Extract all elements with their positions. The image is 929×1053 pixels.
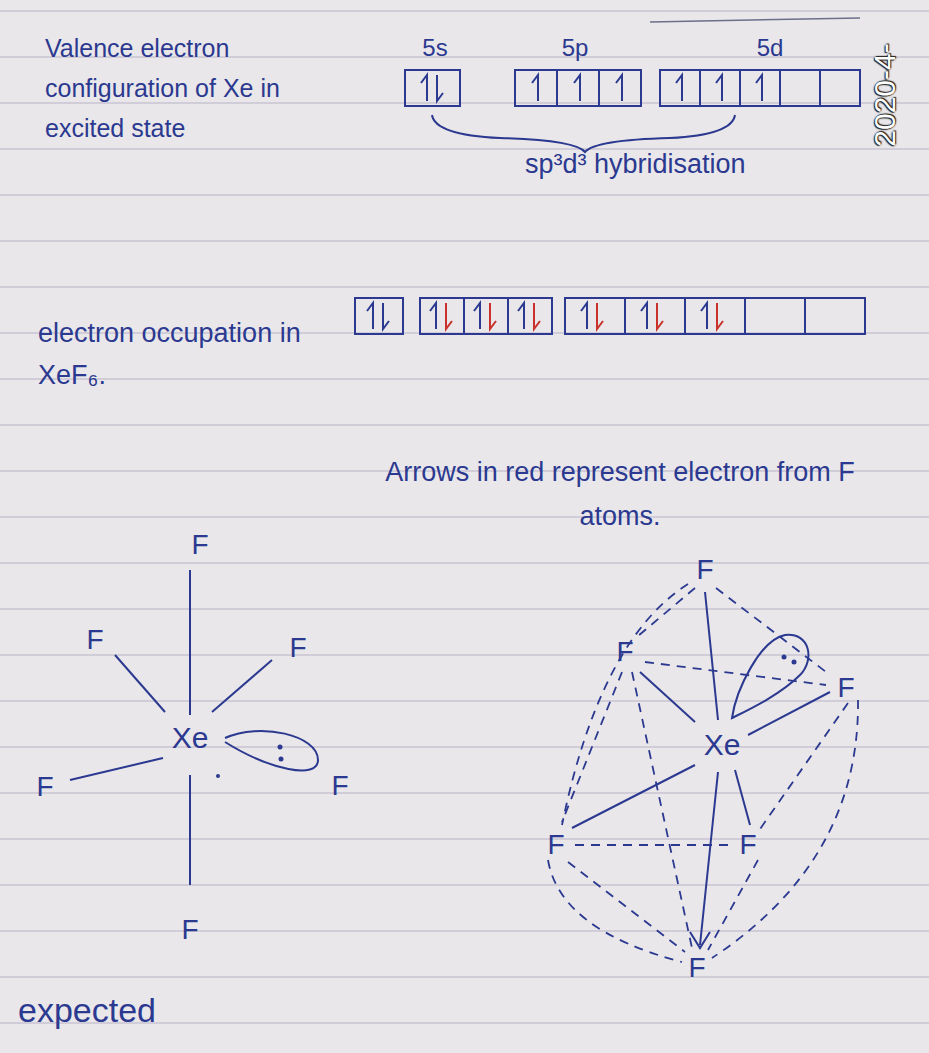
date-watermark: 2020-4-	[867, 43, 903, 146]
orbital-boxes-excited	[405, 70, 860, 106]
lone-pair-dots	[216, 745, 284, 779]
atom-label: F	[289, 631, 306, 665]
atom-label: F	[739, 828, 756, 862]
orbital-label: 5p	[562, 34, 589, 63]
fluorine-electron-arrows	[446, 303, 723, 329]
atom-label: F	[616, 635, 633, 669]
atom-label: F	[547, 828, 564, 862]
atom-label: F	[181, 913, 198, 947]
atom-label: F	[837, 671, 854, 705]
orbital-label: 5s	[422, 34, 447, 63]
hybridisation-label: sp³d³ hybridisation	[525, 148, 746, 180]
orbital-boxes-xef6	[355, 298, 865, 334]
electron-arrows	[421, 75, 762, 101]
note-text: expected	[18, 990, 156, 1031]
atom-label: F	[191, 528, 208, 562]
orbital-label: 5d	[757, 34, 784, 63]
left-bonds	[70, 570, 318, 885]
atom-label: Xe	[172, 720, 209, 756]
atom-label: F	[86, 623, 103, 657]
hybridisation-brace	[432, 115, 735, 152]
page-line	[650, 18, 860, 22]
right-bonds	[572, 592, 830, 948]
octahedron-dashes	[548, 584, 858, 962]
note-text: electron occupation in XeF₆.	[38, 312, 328, 396]
atom-label: F	[331, 769, 348, 803]
note-text: Valence electron configuration of Xe in …	[45, 28, 300, 148]
atom-label: F	[696, 553, 713, 587]
atom-label: Xe	[704, 727, 741, 763]
atom-label: F	[688, 951, 705, 985]
note-text: Arrows in red represent electron from F …	[380, 450, 860, 538]
lone-pair-dots	[782, 655, 797, 665]
xe-electron-arrows	[367, 303, 707, 329]
atom-label: F	[36, 770, 53, 804]
